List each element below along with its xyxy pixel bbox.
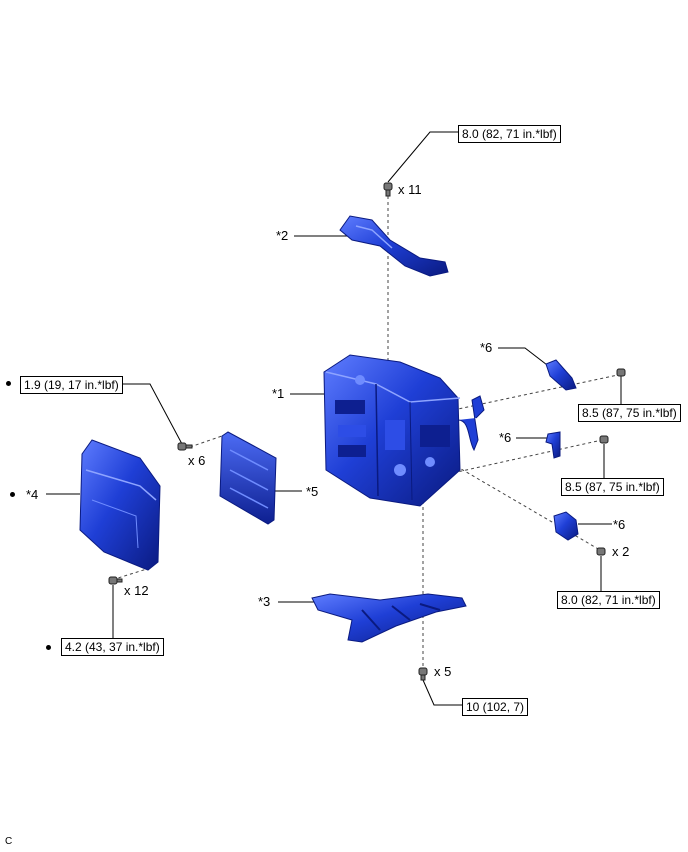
callout-2: *2 bbox=[276, 228, 289, 243]
bolt-right-upper-icon bbox=[616, 368, 626, 377]
bolts bbox=[108, 182, 626, 681]
bolt-right-middle-icon bbox=[599, 435, 609, 444]
bolt-top-icon bbox=[383, 182, 393, 197]
torque-spec-right-lower: 8.0 (82, 71 in.*lbf) bbox=[557, 591, 660, 609]
callout-6-middle: *6 bbox=[499, 430, 512, 445]
bullet-dot-icon bbox=[10, 492, 15, 497]
part-2-top-cover bbox=[339, 215, 449, 277]
part-6-bracket-upper bbox=[545, 359, 577, 391]
callout-4: *4 bbox=[26, 487, 39, 502]
part-6-bracket-lower bbox=[553, 511, 579, 541]
bullet-dot-icon bbox=[6, 381, 11, 386]
figure-code: C bbox=[5, 836, 13, 847]
part-3-lower-bracket bbox=[311, 593, 467, 643]
qty-top: x 11 bbox=[398, 182, 422, 197]
part-1-inverter-assembly bbox=[323, 354, 485, 507]
callout-6-lower: *6 bbox=[613, 517, 626, 532]
qty-bottom: x 5 bbox=[434, 664, 452, 679]
qty-bottom-left: x 12 bbox=[124, 583, 149, 598]
torque-spec-left: 1.9 (19, 17 in.*lbf) bbox=[20, 376, 123, 394]
qty-right: x 2 bbox=[612, 544, 630, 559]
part-5-plate bbox=[219, 431, 277, 525]
callout-1: *1 bbox=[272, 386, 285, 401]
torque-spec-bottom-left: 4.2 (43, 37 in.*lbf) bbox=[61, 638, 164, 656]
callout-6-upper: *6 bbox=[480, 340, 493, 355]
part-6-bracket-middle bbox=[545, 431, 561, 459]
dashed-guides bbox=[117, 196, 619, 668]
torque-spec-top: 8.0 (82, 71 in.*lbf) bbox=[458, 125, 561, 143]
torque-spec-right-upper: 8.5 (87, 75 in.*lbf) bbox=[578, 404, 681, 422]
part-4-cover bbox=[79, 439, 161, 571]
bullet-dot-icon bbox=[46, 645, 51, 650]
leader-lines bbox=[46, 131, 622, 706]
bolt-cover-icon bbox=[108, 576, 123, 585]
torque-spec-right-middle: 8.5 (87, 75 in.*lbf) bbox=[561, 478, 664, 496]
bolt-right-lower-icon bbox=[596, 547, 606, 556]
torque-spec-bottom: 10 (102, 7) bbox=[462, 698, 529, 716]
callout-5: *5 bbox=[306, 484, 319, 499]
callout-3: *3 bbox=[258, 594, 271, 609]
qty-left: x 6 bbox=[188, 453, 206, 468]
bolt-left-icon bbox=[177, 442, 193, 451]
bolt-bottom-icon bbox=[418, 667, 428, 681]
